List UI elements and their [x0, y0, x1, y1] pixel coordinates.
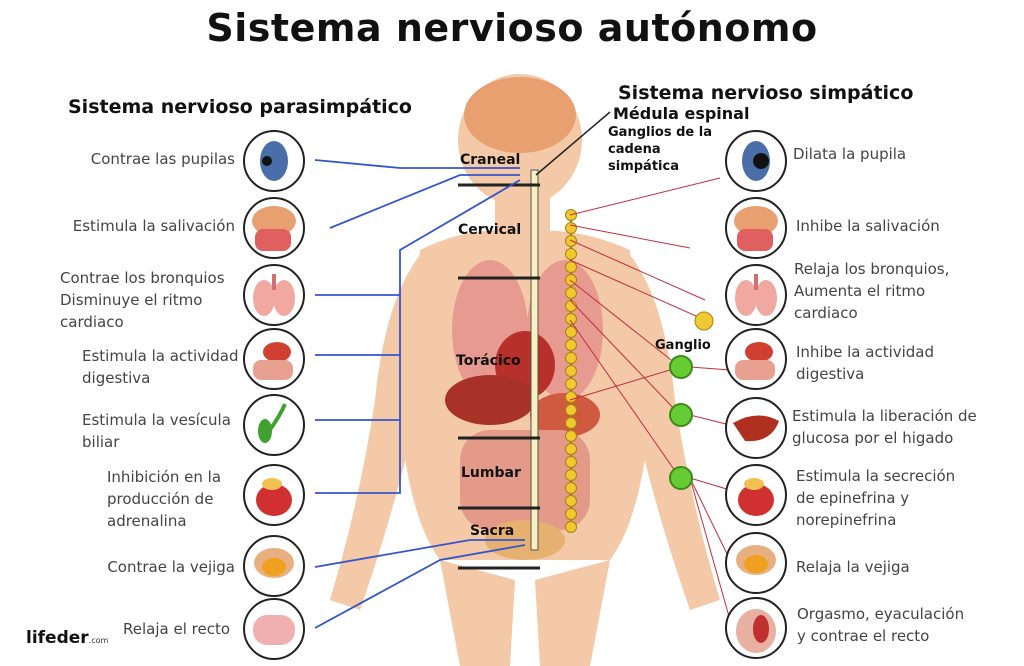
symp-label-5: Estimula la liberación de glucosa por el…: [792, 407, 977, 447]
symp-label-2: Inhibe la salivación: [796, 217, 940, 235]
brain: [464, 77, 576, 153]
region-craneal: Craneal: [460, 152, 521, 168]
heart-icon: [694, 311, 714, 331]
symp-bladder-icon: [725, 532, 787, 594]
region-lumbar: Lumbar: [461, 465, 521, 481]
chain-ganglion: [565, 404, 577, 416]
chain-ganglion: [565, 456, 577, 468]
chain-ganglion: [565, 391, 577, 403]
chain-ganglion: [565, 235, 577, 247]
chain-ganglion: [565, 326, 577, 338]
logo-suffix: .com: [88, 636, 109, 645]
symp-label-7: Relaja la vejiga: [796, 558, 910, 576]
para-bladder-icon: [243, 535, 305, 597]
chain-ganglion: [565, 417, 577, 429]
organs: [445, 260, 603, 560]
region-sacra: Sacra: [470, 523, 515, 539]
chain-ganglion: [565, 261, 577, 273]
ganglion-label: Ganglio: [655, 338, 711, 353]
symp-label-4: Inhibe la actividad digestiva: [796, 343, 935, 383]
chain-ganglion: [565, 469, 577, 481]
chain-ganglion: [565, 222, 577, 234]
chain-ganglion: [565, 508, 577, 520]
chain-ganglion: [565, 287, 577, 299]
para-label-4: Estimula la actividad digestiva: [82, 347, 239, 387]
para-label-2: Estimula la salivación: [72, 217, 235, 235]
para-rectum-icon: [243, 598, 305, 660]
para-kidney-icon: [243, 464, 305, 526]
chain-ganglion: [565, 352, 577, 364]
para-stomach-icon: [243, 328, 305, 390]
chain-ganglion: [565, 521, 577, 533]
chain-ganglion: [565, 300, 577, 312]
symp-label-3: Relaja los bronquios, Aumenta el ritmo c…: [794, 260, 950, 322]
para-eye-icon: [243, 130, 305, 192]
logo-text: lifeder: [26, 628, 89, 648]
sympathetic-chain: [565, 209, 577, 533]
symp-stomach-icon: [725, 328, 787, 390]
region-toracico: Torácico: [456, 353, 521, 369]
symp-lungs-icon: [725, 264, 787, 326]
para-label-1: Contrae las pupilas: [90, 150, 235, 168]
symp-label-6: Estimula la secreción de epinefrina y no…: [796, 467, 956, 529]
symp-genital-icon: [725, 597, 787, 659]
spinal-cord-label: Médula espinal: [613, 104, 750, 123]
symp-kidney-icon: [725, 464, 787, 526]
para-label-6: Inhibición en la producción de adrenalin…: [107, 468, 222, 530]
chain-ganglion: [565, 443, 577, 455]
chain-ganglion: [565, 495, 577, 507]
para-lungs-icon: [243, 264, 305, 326]
chain-ganglion: [565, 339, 577, 351]
parasympathetic-lines: [314, 159, 526, 629]
para-head-icon: [243, 197, 305, 259]
chain-ganglion: [565, 482, 577, 494]
page-title: Sistema nervioso autónomo: [206, 6, 818, 50]
symp-eye-icon: [725, 130, 787, 192]
logo: lifeder.com: [26, 628, 108, 648]
sympathetic-heading: Sistema nervioso simpático: [618, 82, 914, 104]
symp-liver-icon: [725, 397, 787, 459]
chain-ganglion: [565, 365, 577, 377]
region-cervical: Cervical: [458, 222, 522, 238]
para-label-8: Relaja el recto: [123, 620, 230, 638]
chain-ganglia-label: Ganglios de la cadena simpática: [608, 125, 712, 174]
sympathetic-lines: [569, 177, 731, 621]
para-label-3: Contrae los bronquios Disminuye el ritmo…: [60, 269, 225, 331]
chain-ganglion: [565, 248, 577, 260]
chain-ganglion: [565, 430, 577, 442]
parasympathetic-heading: Sistema nervioso parasimpático: [68, 96, 412, 118]
chain-ganglion: [565, 313, 577, 325]
symp-label-1: Dilata la pupila: [793, 145, 907, 163]
region-dividers: [458, 183, 540, 570]
symp-label-8: Orgasmo, eyaculación y contrae el recto: [797, 605, 965, 645]
chain-ganglion: [565, 378, 577, 390]
spinal-cord: [530, 169, 539, 551]
para-label-5: Estimula la vesícula biliar: [82, 411, 231, 451]
ganglia: [669, 355, 693, 490]
symp-head-icon: [725, 197, 787, 259]
para-label-7: Contrae la vejiga: [107, 558, 235, 576]
para-gallbladder-icon: [243, 394, 305, 456]
